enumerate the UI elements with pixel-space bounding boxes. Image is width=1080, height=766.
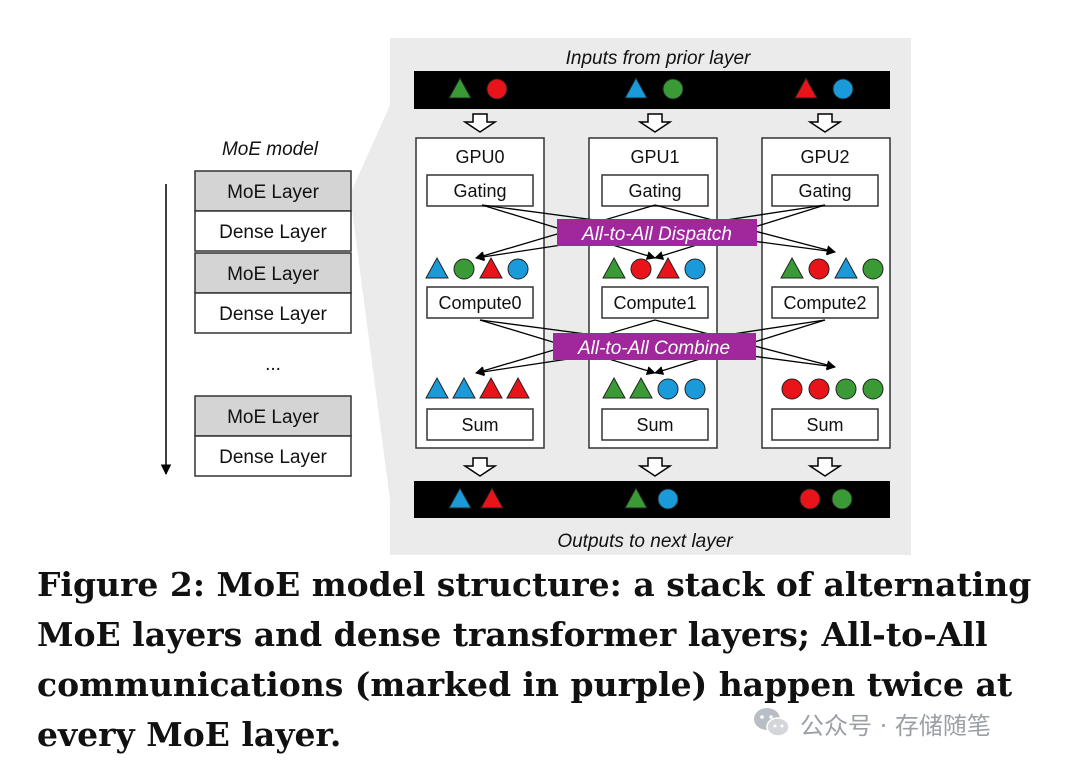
green-circle-token: [835, 378, 857, 400]
red-triangle-token: [479, 256, 503, 279]
green-triangle-token: [448, 76, 472, 99]
sum-label: Sum: [806, 415, 843, 435]
sum-label: Sum: [461, 415, 498, 435]
blue-triangle-token: [452, 376, 476, 399]
gpu-name: GPU2: [800, 147, 849, 167]
blue-triangle-token: [448, 486, 472, 509]
red-triangle-token: [794, 76, 818, 99]
inputs-bar: [414, 71, 890, 109]
output-flow-arrow: [462, 457, 498, 477]
green-triangle-token: [602, 376, 626, 399]
sum-label: Sum: [636, 415, 673, 435]
red-circle-token: [486, 78, 508, 100]
blue-triangle-token: [425, 256, 449, 279]
gpu-name: GPU1: [630, 147, 679, 167]
moe-diagram: Inputs from prior layer Outputs to next …: [160, 38, 911, 555]
compute-label: Compute1: [613, 293, 696, 313]
red-circle-token: [808, 258, 830, 280]
gating-label: Gating: [628, 181, 681, 201]
red-circle-token: [781, 378, 803, 400]
red-circle-token: [630, 258, 652, 280]
wechat-icon: [754, 708, 790, 737]
input-flow-arrow: [637, 113, 673, 133]
moe-layer-label: MoE Layer: [227, 182, 320, 203]
green-circle-token: [662, 78, 684, 100]
output-flow-arrow: [807, 457, 843, 477]
green-triangle-token: [629, 376, 653, 399]
combine-label: All-to-All Combine: [577, 338, 730, 359]
input-flow-arrow: [807, 113, 843, 133]
outputs-label: Outputs to next layer: [557, 531, 733, 552]
dense-layer-label: Dense Layer: [219, 304, 327, 325]
watermark: 公众号 · 存储随笔: [752, 703, 991, 743]
blue-triangle-token: [425, 376, 449, 399]
dense-layer-box: [194, 210, 352, 252]
dense-layer-box: [194, 292, 352, 334]
compute-box: [601, 286, 709, 319]
output-flow-arrow: [637, 457, 673, 477]
red-circle-token: [799, 488, 821, 510]
compute-box: [426, 286, 534, 319]
gating-box: [771, 174, 879, 207]
red-triangle-token: [480, 486, 504, 509]
watermark-text: 公众号 · 存储随笔: [800, 711, 991, 740]
moe-layer-box: [194, 252, 352, 294]
blue-circle-token: [657, 378, 679, 400]
moe-layer-label: MoE Layer: [227, 264, 320, 285]
gating-box: [426, 174, 534, 207]
compute-box: [771, 286, 879, 319]
blue-circle-token: [657, 488, 679, 510]
blue-triangle-token: [624, 76, 648, 99]
moe-layer-box: [194, 170, 352, 212]
red-circle-token: [808, 378, 830, 400]
dispatch-label-box: [557, 219, 757, 246]
model-stack-title: MoE model: [222, 139, 319, 160]
moe-layer-box: [194, 395, 352, 437]
dense-layer-box: [194, 435, 352, 477]
blue-triangle-token: [834, 256, 858, 279]
gpu-name: GPU0: [455, 147, 504, 167]
gating-box: [601, 174, 709, 207]
input-flow-arrow: [462, 113, 498, 133]
green-triangle-token: [780, 256, 804, 279]
green-triangle-token: [624, 486, 648, 509]
blue-circle-token: [507, 258, 529, 280]
sum-box: [601, 408, 709, 441]
combine-label-box: [553, 333, 756, 360]
panel-connector: [352, 105, 390, 500]
tokens: [425, 76, 884, 510]
compute-label: Compute2: [783, 293, 866, 313]
green-circle-token: [831, 488, 853, 510]
sum-box: [426, 408, 534, 441]
dense-layer-label: Dense Layer: [219, 222, 327, 243]
green-circle-token: [453, 258, 475, 280]
blue-circle-token: [684, 378, 706, 400]
sum-box: [771, 408, 879, 441]
stack-ellipsis: ...: [265, 354, 281, 375]
green-circle-token: [862, 378, 884, 400]
red-triangle-token: [656, 256, 680, 279]
green-circle-token: [862, 258, 884, 280]
green-triangle-token: [602, 256, 626, 279]
dense-layer-label: Dense Layer: [219, 447, 327, 468]
moe-layer-label: MoE Layer: [227, 407, 320, 428]
dispatch-label: All-to-All Dispatch: [581, 224, 732, 245]
blue-circle-token: [832, 78, 854, 100]
blue-circle-token: [684, 258, 706, 280]
gating-label: Gating: [798, 181, 851, 201]
inputs-label: Inputs from prior layer: [566, 48, 751, 69]
red-triangle-token: [506, 376, 530, 399]
compute-label: Compute0: [438, 293, 521, 313]
figure-caption: Figure 2: MoE model structure: a stack o…: [37, 565, 1032, 754]
gating-label: Gating: [453, 181, 506, 201]
red-triangle-token: [479, 376, 503, 399]
